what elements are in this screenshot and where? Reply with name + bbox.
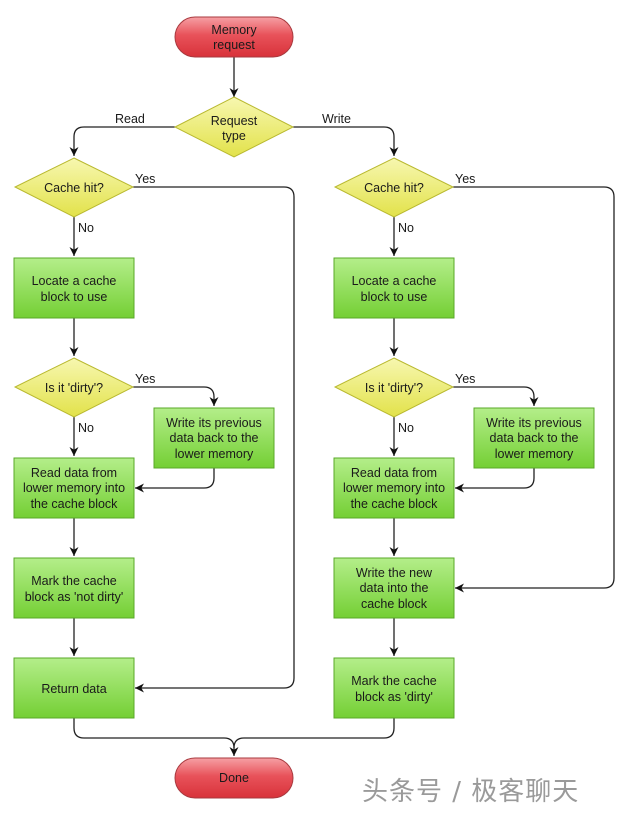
edge-label-write-dirty-yes: Yes [455, 372, 475, 386]
edge-label-write-dirty-no: No [398, 421, 414, 435]
node-done: Done [174, 757, 294, 799]
node-write-read-data: Read data from lower memory into the cac… [333, 457, 455, 519]
node-read-write-back: Write its previous data back to the lowe… [153, 407, 275, 469]
node-write-mark-line-1: Mark the cache [351, 674, 437, 688]
node-read-locate: Locate a cache block to use [13, 257, 135, 319]
node-read-write-back-line-2: data back to the [170, 431, 259, 445]
node-read-dirty-label: Is it 'dirty'? [45, 381, 103, 395]
node-memory-request-line-1: Memory [211, 23, 257, 37]
node-read-read-data: Read data from lower memory into the cac… [13, 457, 135, 519]
node-write-mark-line-2: block as 'dirty' [355, 690, 433, 704]
node-read-read-data-line-1: Read data from [31, 466, 117, 480]
node-read-dirty: Is it 'dirty'? [13, 357, 135, 418]
node-read-write-back-line-1: Write its previous [166, 416, 262, 430]
edge-read-dirty-yes [133, 386, 219, 406]
node-write-mark: Mark the cache block as 'dirty' [333, 657, 455, 719]
edge-write [293, 126, 399, 156]
node-request-type-line-2: type [222, 129, 246, 143]
node-read-return: Return data [13, 657, 135, 719]
watermark-text: 头条号 / 极客聊天 [362, 777, 579, 807]
edge-labels: Read Write Yes No Yes No Yes No Yes No [78, 112, 475, 435]
node-write-write-back: Write its previous data back to the lowe… [473, 407, 595, 469]
edge-label-write: Write [322, 112, 351, 126]
node-write-dirty-label: Is it 'dirty'? [365, 381, 423, 395]
node-write-new-data: Write the new data into the cache block [333, 557, 455, 619]
edge-label-read-dirty-yes: Yes [135, 372, 155, 386]
node-read-mark-line-1: Mark the cache [31, 574, 117, 588]
node-write-locate: Locate a cache block to use [333, 257, 455, 319]
edge-label-write-hit-no: No [398, 221, 414, 235]
node-write-new-data-line-3: cache block [361, 597, 428, 611]
edges [69, 57, 615, 756]
edge-read [69, 126, 175, 156]
node-read-cache-hit-label: Cache hit? [44, 181, 104, 195]
edge-label-read: Read [115, 112, 145, 126]
edge-write-dirty-yes [453, 386, 539, 406]
edge-read-writeback-to-read [135, 468, 215, 493]
edge-write-writeback-to-read [455, 468, 535, 493]
node-read-read-data-line-3: the cache block [31, 497, 119, 511]
node-write-new-data-line-1: Write the new [356, 566, 433, 580]
node-write-write-back-line-1: Write its previous [486, 416, 582, 430]
node-memory-request: Memory request [174, 16, 294, 58]
node-write-new-data-line-2: data into the [360, 581, 429, 595]
node-request-type-line-1: Request [211, 114, 258, 128]
node-write-read-data-line-2: lower memory into [343, 481, 445, 495]
node-read-cache-hit: Cache hit? [13, 157, 135, 218]
node-read-mark-line-2: block as 'not dirty' [25, 590, 124, 604]
edge-write-mark-to-done [233, 718, 395, 749]
node-memory-request-line-2: request [213, 38, 255, 52]
edge-write-hit-yes [453, 186, 615, 593]
edge-read-return-to-done [73, 718, 239, 756]
node-write-write-back-line-2: data back to the [490, 431, 579, 445]
edge-read-hit-yes [133, 186, 295, 693]
node-write-dirty: Is it 'dirty'? [333, 357, 455, 418]
node-read-return-label: Return data [41, 682, 106, 696]
node-read-mark: Mark the cache block as 'not dirty' [13, 557, 135, 619]
edge-label-read-hit-yes: Yes [135, 172, 155, 186]
node-write-read-data-line-3: the cache block [351, 497, 439, 511]
node-request-type: Request type [173, 96, 295, 158]
node-read-locate-line-1: Locate a cache [32, 274, 117, 288]
node-write-write-back-line-3: lower memory [495, 447, 574, 461]
node-write-cache-hit-label: Cache hit? [364, 181, 424, 195]
node-done-label: Done [219, 771, 249, 785]
node-write-cache-hit: Cache hit? [333, 157, 455, 218]
edge-label-read-hit-no: No [78, 221, 94, 235]
node-write-locate-line-1: Locate a cache [352, 274, 437, 288]
edge-label-write-hit-yes: Yes [455, 172, 475, 186]
node-write-read-data-line-1: Read data from [351, 466, 437, 480]
node-read-read-data-line-2: lower memory into [23, 481, 125, 495]
node-read-locate-line-2: block to use [41, 290, 108, 304]
node-read-write-back-line-3: lower memory [175, 447, 254, 461]
edge-label-read-dirty-no: No [78, 421, 94, 435]
node-write-locate-line-2: block to use [361, 290, 428, 304]
